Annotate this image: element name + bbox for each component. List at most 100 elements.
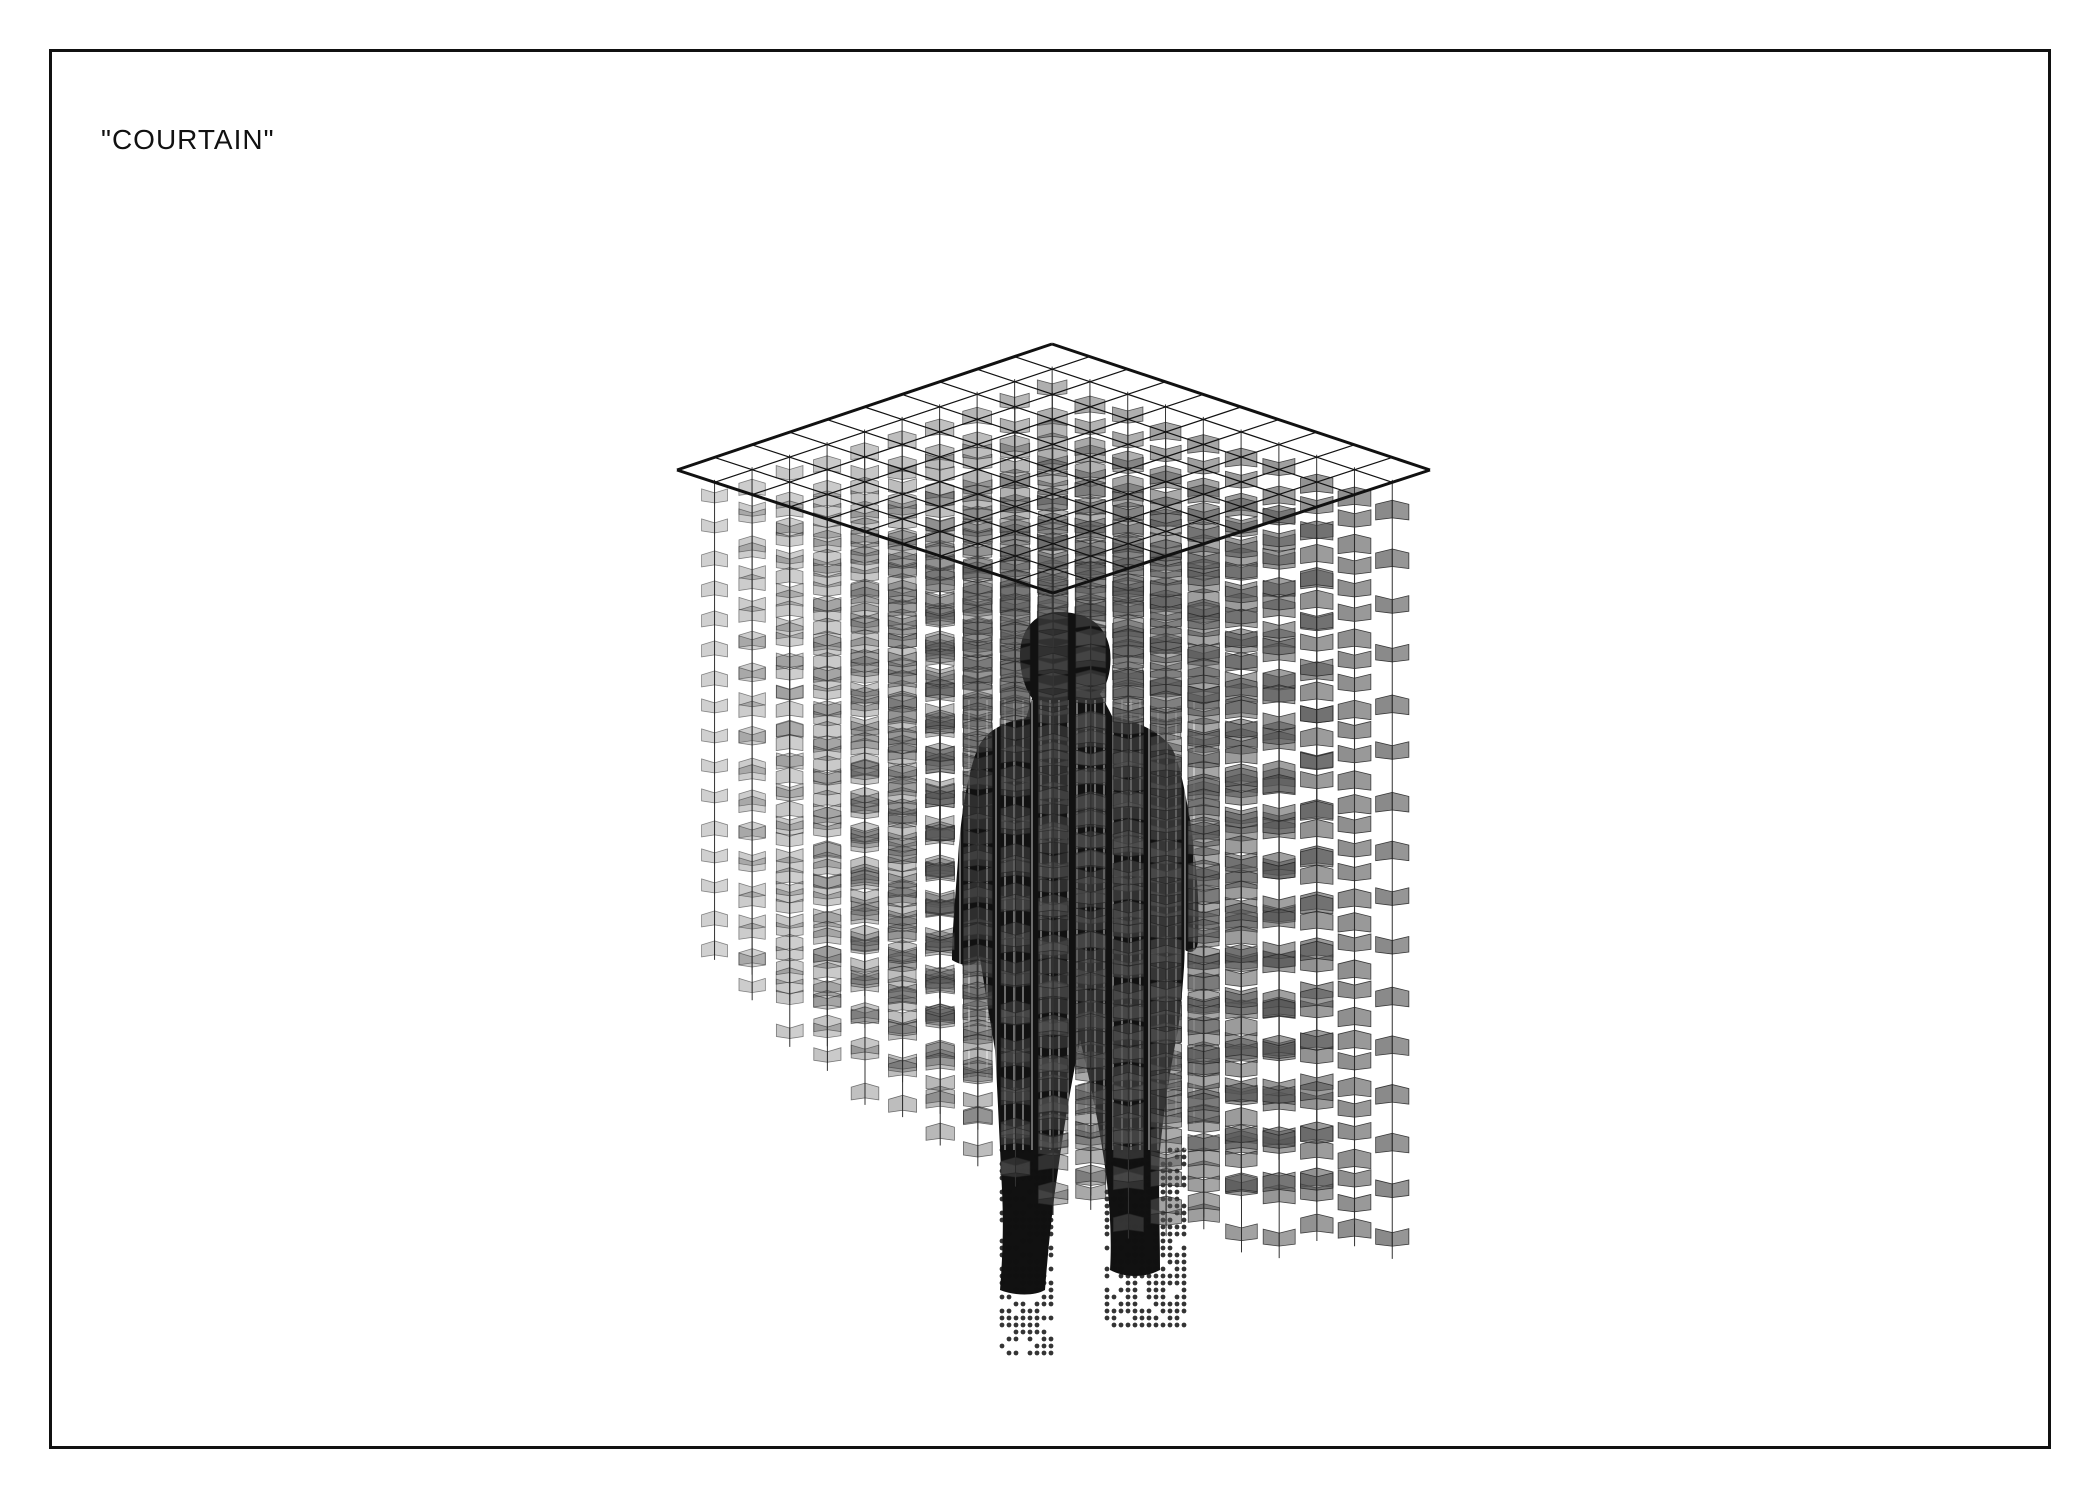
figure-dot [1154,1260,1159,1265]
figure-dot [1000,1274,1005,1279]
figure-dot [1028,1232,1033,1237]
figure-dot [1014,1351,1019,1356]
strand-tile [851,443,865,460]
figure-dot [1014,1288,1019,1293]
figure-dot [1007,1351,1012,1356]
strand-tile [1338,840,1354,857]
strand-tile [1392,792,1409,812]
strand-tile [1338,1219,1354,1238]
figure-dot [1021,1316,1026,1321]
figure-dot [1126,1288,1131,1293]
figure-dot [1042,1316,1047,1321]
figure-dot [1112,1295,1117,1300]
figure-dot [1035,1281,1040,1286]
figure-dot [1021,1211,1026,1216]
figure-dot [1014,1274,1019,1279]
strand-tile [1376,1133,1393,1153]
figure-dot [1168,1253,1173,1258]
figure-dot [1049,1295,1054,1300]
strand-tile [1354,863,1370,880]
strand-tile [1376,936,1393,954]
strand-tile [1317,728,1333,747]
figure-dot [1161,1274,1166,1279]
strand-tile [1301,865,1317,884]
figure-dot [1175,1295,1180,1300]
figure-dot [1133,1253,1138,1258]
strand-tile [702,941,715,957]
figure-dot [1182,1309,1187,1314]
figure-dot [1014,1246,1019,1251]
figure-dot [1168,1302,1173,1307]
strand-tile [1376,1085,1393,1105]
figure-dot [1168,1239,1173,1244]
strand-tile [790,568,803,584]
hanging-strand [926,504,954,1114]
strand-tile [1392,1229,1409,1247]
strand-tile [715,519,728,533]
figure-dot [1147,1190,1152,1195]
figure-dot [1112,1162,1117,1167]
strand-tile [790,816,803,830]
figure-dot [1133,1246,1138,1251]
figure-dot [1175,1309,1180,1314]
strand-tile [776,686,789,700]
strand-tile [827,549,841,566]
figure-dot [1175,1190,1180,1195]
strand-tile [1354,771,1370,790]
strand-tile [1392,888,1409,906]
strand-tile [1338,771,1354,790]
figure-dot [1161,1288,1166,1293]
strand-tile [715,489,728,503]
figure-dot [1000,1267,1005,1272]
figure-dot [1168,1190,1173,1195]
figure-dot [1049,1232,1054,1237]
figure-dot [1119,1246,1124,1251]
strand-tile [1354,1100,1370,1117]
figure-dot [1119,1288,1124,1293]
figure-dot [1161,1190,1166,1195]
figure-dot [1028,1351,1033,1356]
figure-dot [1175,1302,1180,1307]
strand-tile [1355,700,1371,719]
figure-dot [1042,1337,1047,1342]
strand-tile [790,1024,803,1038]
figure-dot [1007,1267,1012,1272]
figure-dot [1105,1288,1110,1293]
figure-dot [1042,1239,1047,1244]
figure-dot [1000,1197,1005,1202]
figure-dot [1133,1232,1138,1237]
figure-dot [1035,1232,1040,1237]
figure-dot [1112,1309,1117,1314]
strand-tile [1355,510,1371,527]
figure-dot [1154,1316,1159,1321]
strand-tile [1376,1036,1393,1056]
strand-tile [1301,771,1317,788]
figure-dot [1182,1232,1187,1237]
strand-tile [776,934,789,950]
figure-dot [1112,1323,1117,1328]
figure-dot [1182,1176,1187,1181]
strand-tile [1376,841,1393,861]
figure-dot [1007,1337,1012,1342]
figure-dot [1021,1218,1026,1223]
figure-dot [1175,1260,1180,1265]
figure-dot [1042,1295,1047,1300]
figure-dot [1049,1351,1054,1356]
figure-dot [1035,1260,1040,1265]
figure-dot [1133,1302,1138,1307]
strand-tile [790,768,803,784]
strand-tile [1301,544,1317,563]
figure-dot [1021,1239,1026,1244]
figure-dot [1028,1323,1033,1328]
strand-tile [790,783,803,797]
figure-dot [1007,1316,1012,1321]
strand-tile [776,1024,789,1038]
figure-dot [1035,1288,1040,1293]
figure-dot [1014,1267,1019,1272]
figure-dot [1154,1239,1159,1244]
figure-dot [1042,1330,1047,1335]
strand-tile [1376,888,1393,906]
strand-tile [1392,500,1409,520]
strand-tile [1279,530,1295,547]
figure-dot [1147,1295,1152,1300]
